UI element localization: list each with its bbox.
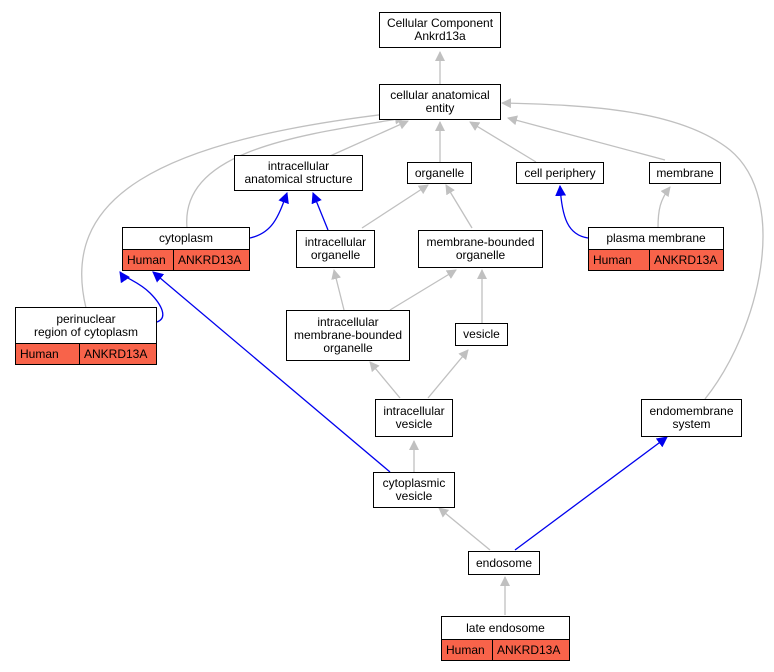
node-late-endosome[interactable]: late endosome Human ANKRD13A — [441, 616, 570, 661]
edge-pm-cellperiphery — [555, 184, 589, 239]
gene-cell: ANKRD13A — [173, 250, 245, 270]
node-cytoplasm[interactable]: cytoplasm Human ANKRD13A — [122, 227, 250, 271]
edge-imbo-mbo — [389, 269, 457, 311]
node-label-line: organelle — [310, 248, 361, 262]
node-label-line: Cellular Component — [386, 16, 494, 30]
node-label: intracellular vesicle — [376, 400, 452, 436]
edge-endosome-ems — [514, 436, 668, 551]
edge-endosome-cv — [438, 507, 491, 551]
node-vesicle[interactable]: vesicle — [455, 323, 508, 346]
edge-cytoplasm-cae — [186, 114, 405, 229]
node-label-line: organelle — [414, 165, 465, 180]
node-cell-periphery[interactable]: cell periphery — [516, 162, 604, 184]
edge-ias-cae — [329, 120, 409, 157]
node-label: vesicle — [456, 324, 507, 345]
node-label-line: organelle — [323, 341, 373, 355]
edge-cv-cytoplasm — [152, 271, 391, 473]
node-label-line: cell periphery — [524, 165, 596, 180]
node-label: endosome — [469, 552, 539, 574]
node-label-line: vesicle — [395, 489, 433, 503]
node-membrane[interactable]: membrane — [649, 162, 721, 184]
edge-mbo-organelle — [445, 184, 473, 229]
node-label-line: membrane-bounded — [426, 235, 535, 249]
node-label: intracellular organelle — [297, 231, 374, 267]
node-label: endomembrane system — [642, 400, 741, 436]
node-label-line: intracellular — [267, 159, 330, 173]
gene-cell: ANKRD13A — [649, 250, 721, 270]
edge-cellperiphery-cae — [469, 121, 537, 163]
node-label: late endosome — [442, 617, 569, 639]
node-label-line: cytoplasmic — [382, 476, 446, 490]
node-label-line: cytoplasm — [158, 231, 214, 245]
annotation-row: Human ANKRD13A — [16, 343, 156, 364]
node-label-line: vesicle — [463, 327, 500, 341]
node-label: intracellular membrane-bounded organelle — [287, 311, 409, 360]
node-label-line: entity — [425, 101, 455, 115]
species-cell: Human — [446, 642, 485, 657]
node-label: organelle — [408, 163, 471, 183]
node-label: intracellular anatomical structure — [235, 156, 362, 190]
node-label-line: late endosome — [466, 620, 545, 635]
node-cytoplasmic-vesicle[interactable]: cytoplasmic vesicle — [373, 472, 455, 508]
annotation-row: Human ANKRD13A — [123, 249, 249, 270]
edge-imbo-io — [331, 269, 345, 311]
node-membrane-bounded-organelle[interactable]: membrane-bounded organelle — [418, 230, 543, 268]
node-label-line: organelle — [455, 248, 506, 262]
node-label: membrane-bounded organelle — [419, 231, 542, 267]
node-endosome[interactable]: endosome — [468, 551, 540, 575]
edge-io-ias — [311, 191, 329, 231]
node-endomembrane-system[interactable]: endomembrane system — [641, 399, 742, 437]
edge-ems-cae — [501, 98, 764, 400]
annotation-row: Human ANKRD13A — [442, 639, 569, 660]
node-label: perinuclear region of cytoplasm — [16, 308, 156, 343]
node-cellular-anatomical-entity[interactable]: cellular anatomical entity — [379, 84, 501, 120]
gene-cell: ANKRD13A — [492, 640, 564, 660]
node-label-line: perinuclear — [56, 311, 116, 326]
species-cell: Human — [20, 346, 59, 361]
node-label-line: endosome — [475, 555, 533, 570]
edge-pm-membrane — [657, 186, 671, 229]
node-label-line: intracellular — [317, 315, 379, 329]
node-cellular-component-root[interactable]: Cellular Component Ankrd13a — [379, 12, 501, 48]
node-label-line: membrane — [656, 165, 714, 180]
node-label: cytoplasm — [123, 228, 249, 249]
node-label: Cellular Component Ankrd13a — [380, 13, 500, 47]
node-perinuclear-region-of-cytoplasm[interactable]: perinuclear region of cytoplasm Human AN… — [15, 307, 157, 365]
edge-cytoplasm-ias — [249, 191, 289, 239]
node-label: cell periphery — [517, 163, 603, 183]
node-label: cytoplasmic vesicle — [374, 473, 454, 507]
node-label-line: cellular anatomical — [390, 88, 490, 102]
node-label: membrane — [650, 163, 720, 183]
node-label-line: anatomical structure — [244, 172, 353, 186]
node-label: plasma membrane — [589, 228, 723, 249]
edge-iv-vesicle — [427, 349, 469, 399]
node-label-line: Ankrd13a — [414, 29, 466, 43]
edge-perinuc-cae — [81, 108, 405, 309]
species-cell: Human — [127, 252, 166, 267]
node-intracellular-membrane-bounded-organelle[interactable]: intracellular membrane-bounded organelle — [286, 310, 410, 361]
node-intracellular-vesicle[interactable]: intracellular vesicle — [375, 399, 453, 437]
node-label: cellular anatomical entity — [380, 85, 500, 119]
node-organelle[interactable]: organelle — [407, 162, 472, 184]
node-label-line: intracellular — [304, 235, 367, 249]
edge-membrane-cae — [507, 115, 666, 161]
node-label-line: intracellular — [383, 404, 445, 418]
annotation-row: Human ANKRD13A — [589, 249, 723, 270]
edge-io-organelle — [361, 184, 429, 229]
node-label-line: plasma membrane — [606, 231, 706, 245]
node-label-line: system — [672, 417, 711, 431]
node-label-line: region of cytoplasm — [33, 324, 139, 339]
node-intracellular-anatomical-structure[interactable]: intracellular anatomical structure — [234, 155, 363, 191]
node-intracellular-organelle[interactable]: intracellular organelle — [296, 230, 375, 268]
node-plasma-membrane[interactable]: plasma membrane Human ANKRD13A — [588, 227, 724, 271]
edge-perinuc-cytoplasm — [119, 271, 164, 323]
gene-cell: ANKRD13A — [79, 344, 151, 364]
node-label-line: membrane-bounded — [293, 328, 403, 342]
species-cell: Human — [593, 252, 632, 267]
edge-iv-imbo — [369, 361, 401, 399]
node-label-line: vesicle — [395, 417, 433, 431]
node-label-line: endomembrane — [649, 404, 734, 418]
